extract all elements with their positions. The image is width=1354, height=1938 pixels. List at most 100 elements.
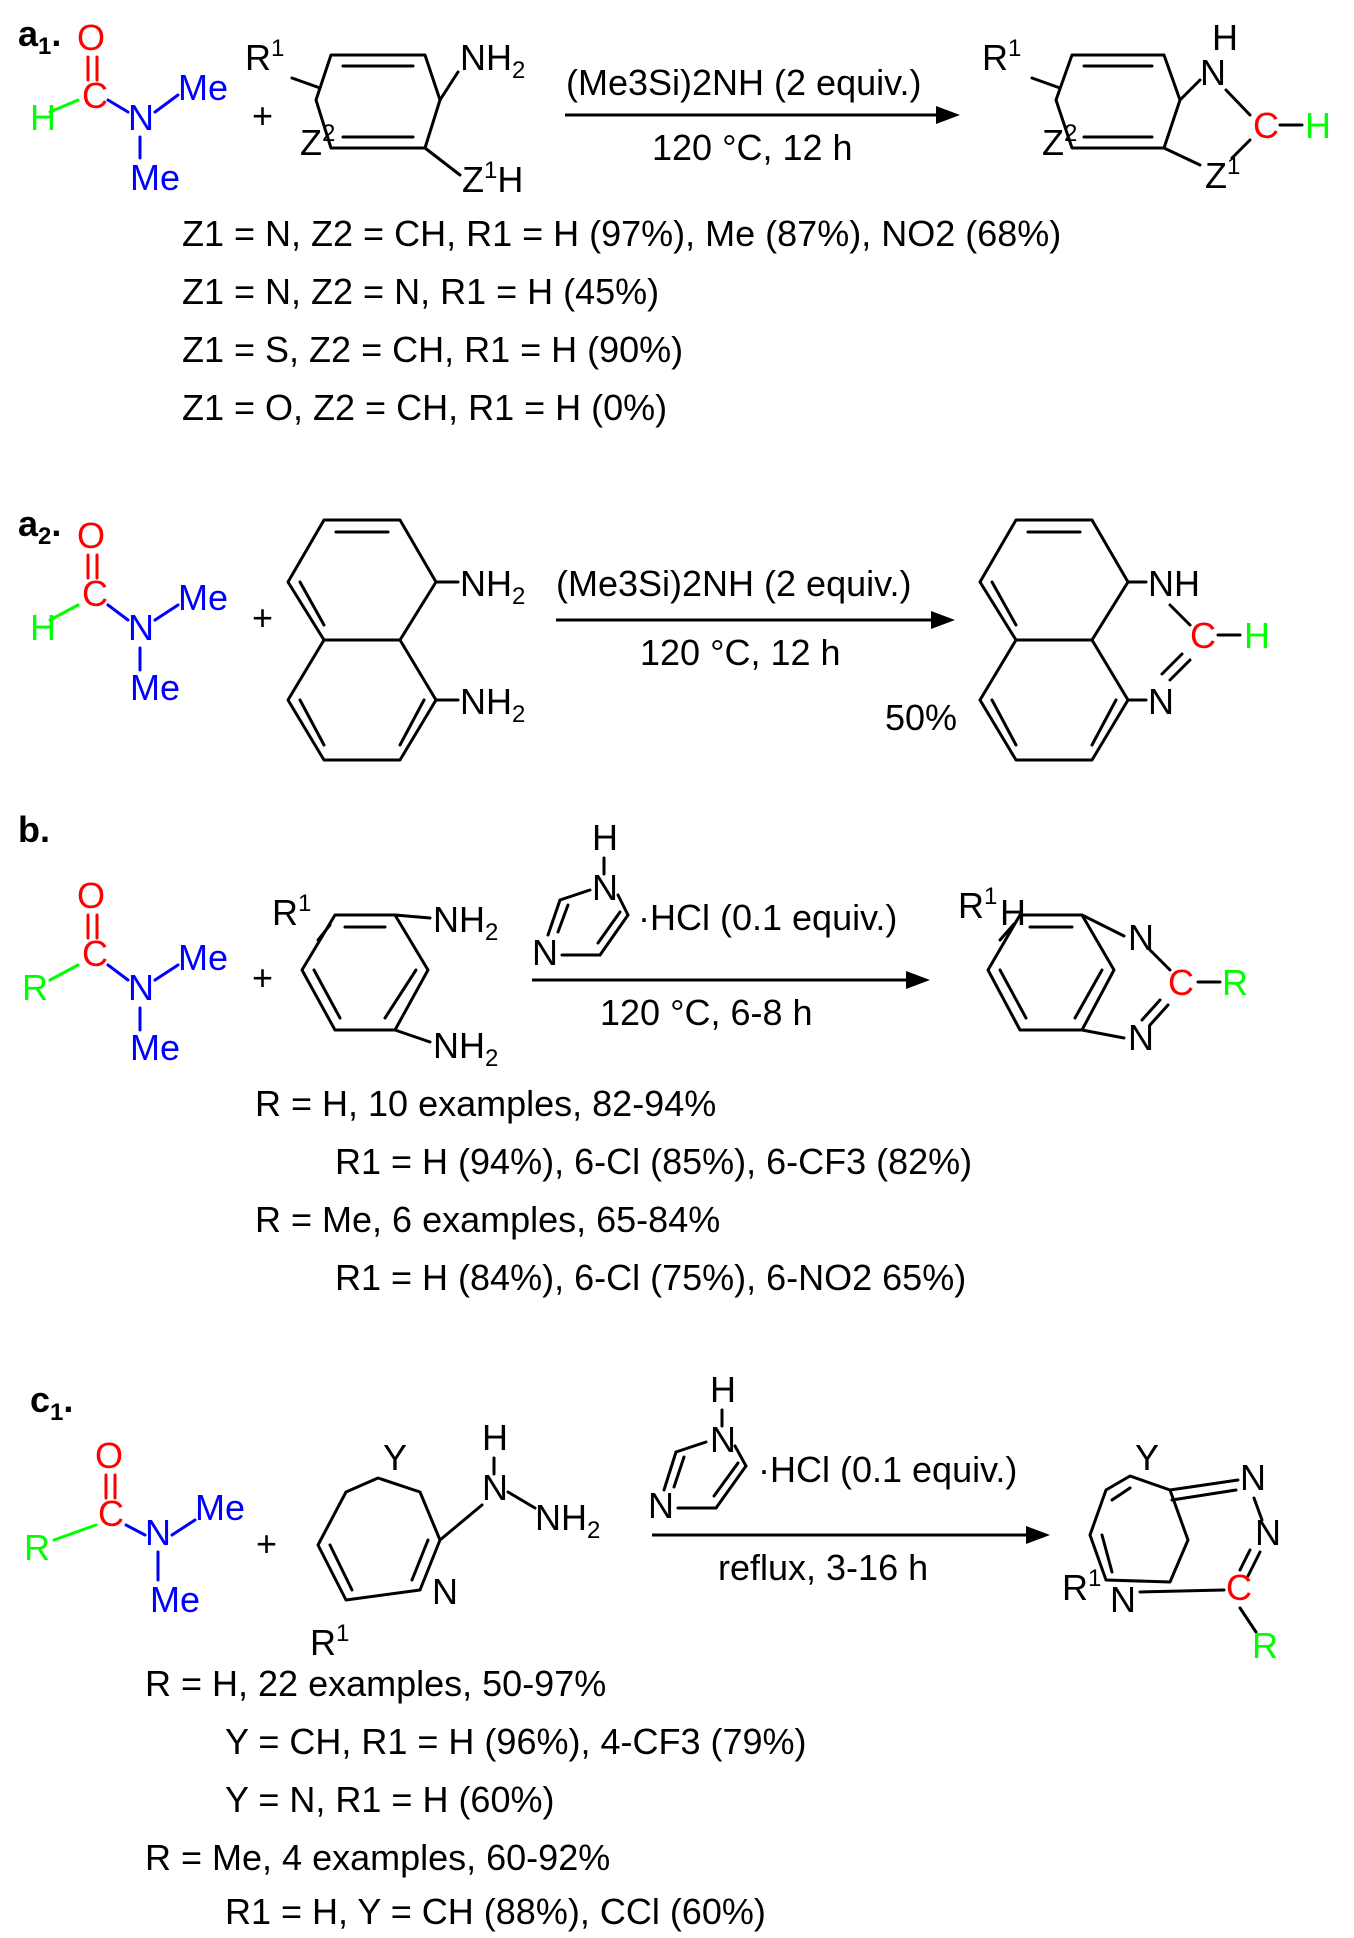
ring-nitrogen: N: [1148, 681, 1174, 722]
panel-b: b. O C R N Me Me + R1 NH2 NH2: [18, 809, 1248, 1298]
amide-nitrogen: N: [145, 1512, 171, 1553]
formyl-hydrogen: H: [30, 97, 56, 138]
conditions-text: 120 °C, 12 h: [640, 632, 841, 673]
panel-b-label: b.: [18, 809, 50, 850]
reaction-arrow-b: 120 °C, 6-8 h: [532, 971, 930, 1033]
result-line: R1 = H (84%), 6-Cl (75%), 6-NO2 65%): [335, 1257, 966, 1298]
perimidine-product: NH C H N: [978, 518, 1270, 762]
carbonyl-carbon: C: [82, 75, 108, 116]
yield-text: 50%: [885, 697, 957, 738]
results-b: R = H, 10 examples, 82-94% R1 = H (94%),…: [255, 1083, 972, 1298]
imidazole-nh-hydrogen: H: [592, 817, 618, 858]
imidazole-catalyst-b: H N N ·HCl (0.1 equiv.): [532, 817, 897, 973]
panel-a2-label: a2.: [18, 503, 61, 550]
methyl-group: Me: [150, 1579, 200, 1620]
methyl-group: Me: [178, 937, 228, 978]
conditions-text: 120 °C, 12 h: [652, 127, 853, 168]
ring-carbon-from-amide: C: [1168, 962, 1194, 1003]
c3-substituent: R: [1252, 1625, 1278, 1666]
amino-group: NH2: [460, 563, 525, 610]
imidazole-nh-hydrogen: H: [710, 1369, 736, 1410]
plus-sign: +: [252, 957, 273, 998]
amino-group: NH2: [460, 37, 525, 84]
r1-substituent: R1: [272, 890, 311, 933]
diaminonaphthalene-reactant: NH2 NH2: [286, 518, 525, 762]
result-line: R1 = H, Y = CH (88%), CCl (60%): [225, 1891, 766, 1932]
panel-a1-label: a1.: [18, 13, 61, 60]
panel-c1-label: c1.: [30, 1379, 73, 1426]
dmf-molecule-a1: O C H N Me Me: [30, 17, 228, 198]
amide-molecule-b: O C R N Me Me: [22, 875, 228, 1068]
conditions-text: 120 °C, 6-8 h: [600, 992, 813, 1033]
methyl-group: Me: [178, 577, 228, 618]
hydrazine-hydrogen: H: [482, 1417, 508, 1458]
r-substituent: R: [22, 967, 48, 1008]
ring-nitrogen: N: [1128, 1017, 1154, 1058]
benzazole-product-a1: R1 Z2 H N C H Z1: [982, 17, 1331, 196]
carbonyl-carbon: C: [82, 933, 108, 974]
ring-nh: NH: [1148, 563, 1200, 604]
ring-nitrogen: N: [1200, 52, 1226, 93]
reaction-arrow-a2: (Me3Si)2NH (2 equiv.) 120 °C, 12 h 50%: [556, 563, 957, 738]
results-c1: R = H, 22 examples, 50-97% Y = CH, R1 = …: [145, 1663, 807, 1932]
carbonyl-oxygen: O: [77, 875, 105, 916]
carbonyl-oxygen: O: [95, 1435, 123, 1476]
carbonyl-oxygen: O: [77, 515, 105, 556]
z1-atom: Z1: [1205, 153, 1240, 196]
plus-sign: +: [252, 95, 273, 136]
z2-atom: Z2: [1042, 120, 1077, 163]
results-a1: Z1 = N, Z2 = CH, R1 = H (97%), Me (87%),…: [182, 213, 1061, 428]
carbonyl-carbon: C: [82, 573, 108, 614]
result-line: R = Me, 4 examples, 60-92%: [145, 1837, 610, 1878]
benzimidazole-product: H R1 N C R N: [958, 883, 1248, 1058]
reagent-text: (Me3Si)2NH (2 equiv.): [566, 62, 921, 103]
result-line: Y = CH, R1 = H (96%), 4-CF3 (79%): [225, 1721, 807, 1762]
plus-sign: +: [256, 1523, 277, 1564]
amide-nitrogen: N: [128, 607, 154, 648]
formyl-hydrogen: H: [30, 607, 56, 648]
aminoaryl-reactant-a1: R1 Z2 NH2 Z1H: [245, 35, 525, 200]
amide-nitrogen: N: [128, 967, 154, 1008]
methyl-group: Me: [195, 1487, 245, 1528]
amino-group: NH2: [460, 681, 525, 728]
panel-c1: c1. O C R N Me Me + Y N R1 H N: [24, 1369, 1281, 1932]
dmf-molecule-a2: O C H N Me Me: [30, 515, 228, 708]
c2-hydrogen: H: [1305, 105, 1331, 146]
result-line: Z1 = N, Z2 = N, R1 = H (45%): [182, 271, 659, 312]
r1-substituent: R1: [1062, 1565, 1101, 1608]
reagent-text: ·HCl (0.1 equiv.): [758, 1449, 1017, 1490]
reaction-arrow-c1: reflux, 3-16 h: [652, 1526, 1050, 1588]
ring-carbon-from-dmf: C: [1190, 615, 1216, 656]
result-line: R = H, 22 examples, 50-97%: [145, 1663, 606, 1704]
r1-substituent: R1: [310, 1620, 349, 1663]
r-substituent: R: [24, 1527, 50, 1568]
phenylenediamine-reactant: R1 NH2 NH2: [272, 890, 498, 1072]
result-line: Z1 = S, Z2 = CH, R1 = H (90%): [182, 329, 683, 370]
triazole-nitrogen: N: [1240, 1457, 1266, 1498]
r1-substituent: R1: [245, 35, 284, 78]
result-line: Z1 = N, Z2 = CH, R1 = H (97%), Me (87%),…: [182, 213, 1061, 254]
result-line: R = H, 10 examples, 82-94%: [255, 1083, 716, 1124]
carbonyl-oxygen: O: [77, 17, 105, 58]
panel-a2: a2. O C H N Me Me + NH2 NH2: [18, 503, 1270, 762]
conditions-text: reflux, 3-16 h: [718, 1547, 928, 1588]
c2-substituent: R: [1222, 962, 1248, 1003]
result-line: R1 = H (94%), 6-Cl (85%), 6-CF3 (82%): [335, 1141, 972, 1182]
c2-hydrogen: H: [1244, 615, 1270, 656]
panel-a1: a1. O C H N Me Me + R1 Z2 NH2: [18, 13, 1331, 428]
methyl-group: Me: [130, 667, 180, 708]
methyl-group: Me: [130, 1027, 180, 1068]
amide-nitrogen: N: [128, 97, 154, 138]
reagent-text: ·HCl (0.1 equiv.): [638, 897, 897, 938]
y-atom: Y: [383, 1437, 407, 1478]
triazolopyridine-product: Y N R1 N N C R: [1062, 1437, 1281, 1666]
plus-sign: +: [252, 597, 273, 638]
result-line: Y = N, R1 = H (60%): [225, 1779, 554, 1820]
z2-atom: Z2: [300, 120, 335, 163]
amino-group: NH2: [433, 1025, 498, 1072]
result-line: Z1 = O, Z2 = CH, R1 = H (0%): [182, 387, 667, 428]
r1-substituent: R1: [982, 35, 1021, 78]
ring-carbon-from-dmf: C: [1253, 105, 1279, 146]
r1-substituent: R1: [958, 883, 997, 926]
